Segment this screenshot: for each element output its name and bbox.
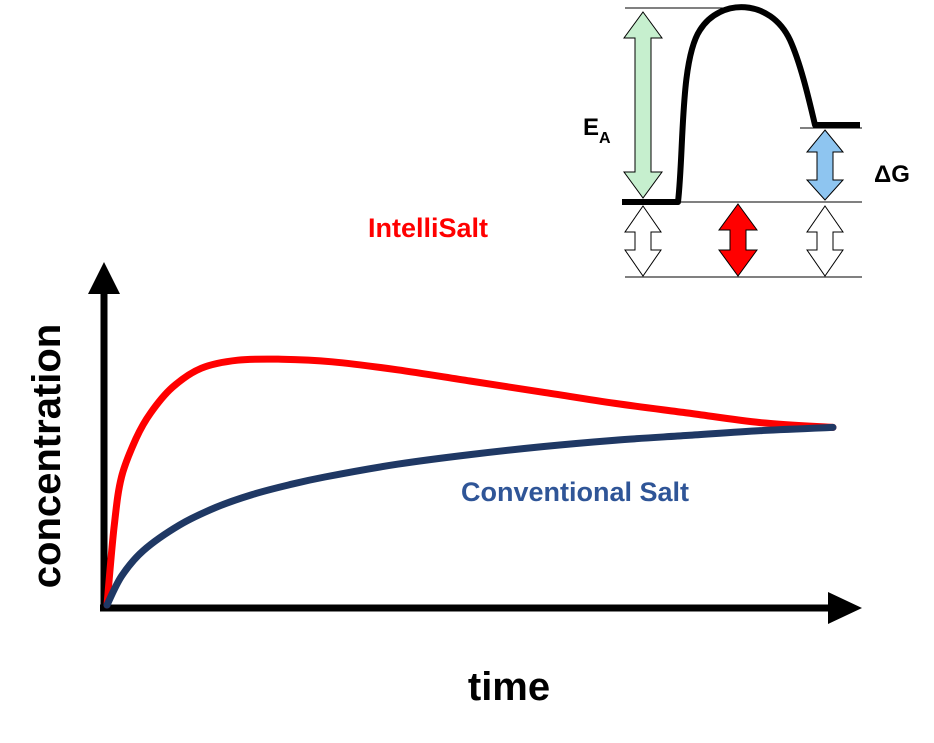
series-line-intellisalt bbox=[103, 355, 837, 609]
x-axis-arrowhead bbox=[828, 592, 862, 624]
y-axis-arrowhead bbox=[88, 262, 120, 294]
delta-g-arrow bbox=[805, 129, 845, 201]
series-layer bbox=[103, 355, 837, 609]
series-line-conventional-salt bbox=[103, 423, 837, 609]
energy-difference-arrow bbox=[718, 203, 758, 277]
ea-label-subscript: A bbox=[599, 130, 611, 147]
energy-diagram-inset: EA ΔG bbox=[583, 4, 910, 278]
y-axis-label: concentration bbox=[25, 324, 69, 588]
activation-energy-label: EA bbox=[583, 114, 611, 147]
lower-left-arrow bbox=[624, 205, 662, 277]
energy-profile-curve bbox=[622, 4, 860, 205]
series-label-conventional-salt: Conventional Salt bbox=[461, 477, 689, 507]
axes bbox=[88, 262, 862, 624]
activation-energy-arrow bbox=[623, 11, 663, 199]
lower-right-arrow bbox=[806, 205, 844, 277]
x-axis-label: time bbox=[468, 665, 550, 709]
series-label-intellisalt: IntelliSalt bbox=[368, 213, 488, 243]
ea-label-main: E bbox=[583, 114, 599, 141]
delta-g-label: ΔG bbox=[874, 161, 910, 188]
